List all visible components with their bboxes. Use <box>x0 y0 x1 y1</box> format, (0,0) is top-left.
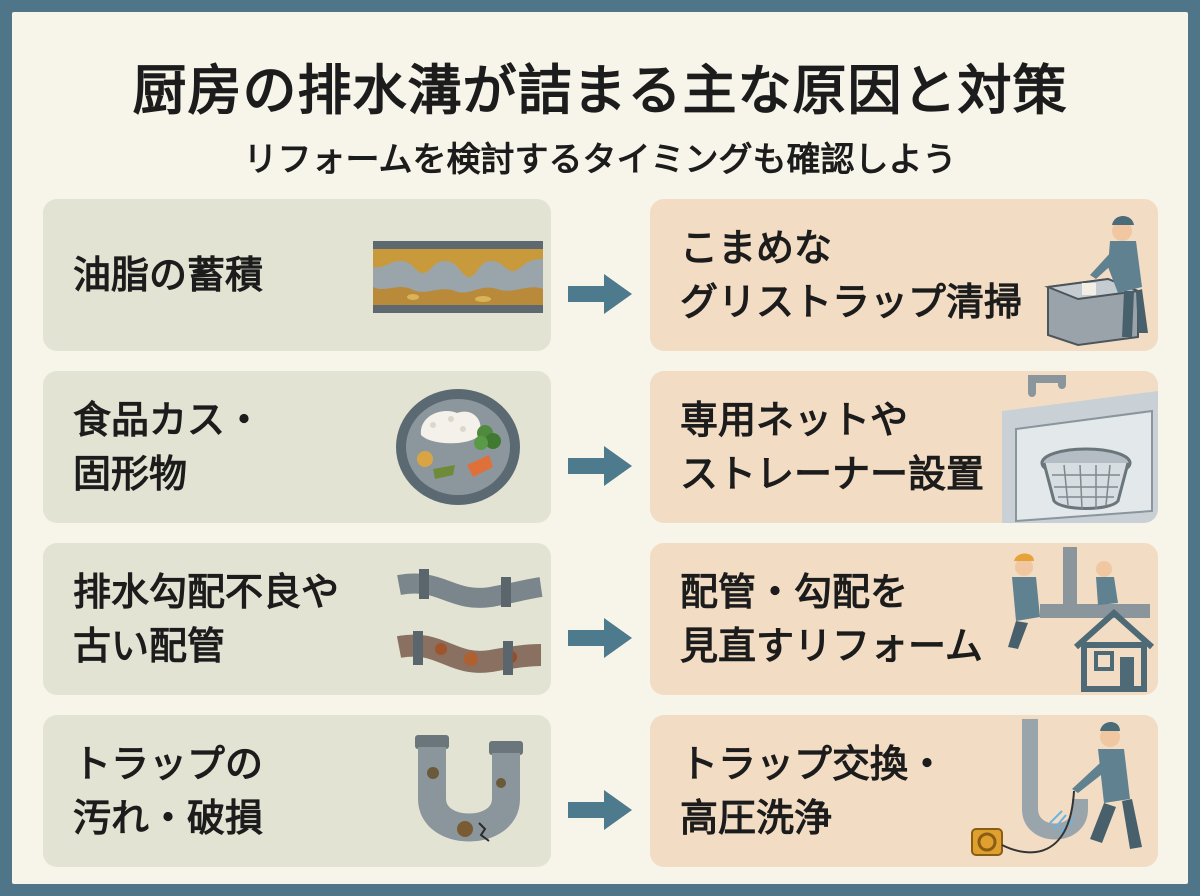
old-rusty-pipes-icon <box>396 569 543 675</box>
cause-card-grease: 油脂の蓄積 <box>43 199 551 351</box>
solution-label: 専用ネットや ストレーナー設置 <box>680 398 985 496</box>
cause-label: 排水勾配不良や 古い配管 <box>73 570 340 668</box>
dirty-cracked-trap-icon <box>415 735 523 842</box>
cause-card-food-waste: 食品カス・ 固形物 <box>43 371 551 523</box>
cause-label: トラップの 汚れ・破損 <box>73 742 264 840</box>
page-title: 厨房の排水溝が詰まる主な原因と対策 <box>132 59 1068 122</box>
cause-label: 食品カス・ 固形物 <box>73 398 264 496</box>
food-waste-plate-icon <box>396 389 520 505</box>
solution-card-strainer: 専用ネットや ストレーナー設置 <box>650 371 1158 523</box>
arrow-right-icon <box>568 274 632 314</box>
solution-label: トラップ交換・ 高圧洗浄 <box>680 742 947 840</box>
arrow-right-icon <box>568 618 632 658</box>
solution-label: こまめな グリストラップ清掃 <box>680 226 1023 324</box>
solution-card-grease-trap: こまめな グリストラップ清掃 <box>650 199 1158 351</box>
sink-strainer-basket-icon <box>1002 375 1158 523</box>
infographic-frame: 厨房の排水溝が詰まる主な原因と対策 リフォームを検討するタイミングも確認しよう … <box>12 12 1188 884</box>
worker-cleaning-grease-trap-icon <box>1044 216 1148 347</box>
solution-label: 配管・勾配を 見直すリフォーム <box>680 570 983 668</box>
cause-card-old-pipes: 排水勾配不良や 古い配管 <box>43 543 551 695</box>
plumbers-house-icon <box>1008 547 1155 692</box>
worker-pressure-washing-icon <box>971 719 1142 856</box>
solution-card-trap-replacement: トラップ交換・ 高圧洗浄 <box>650 715 1158 867</box>
cause-label: 油脂の蓄積 <box>73 253 264 297</box>
page-subtitle: リフォームを検討するタイミングも確認しよう <box>243 140 957 180</box>
arrow-right-icon <box>568 790 632 830</box>
arrow-right-icon <box>568 446 632 486</box>
solution-card-pipe-renovation: 配管・勾配を 見直すリフォーム <box>650 543 1158 695</box>
cause-card-trap: トラップの 汚れ・破損 <box>43 715 551 867</box>
grease-pipe-icon <box>373 241 543 313</box>
